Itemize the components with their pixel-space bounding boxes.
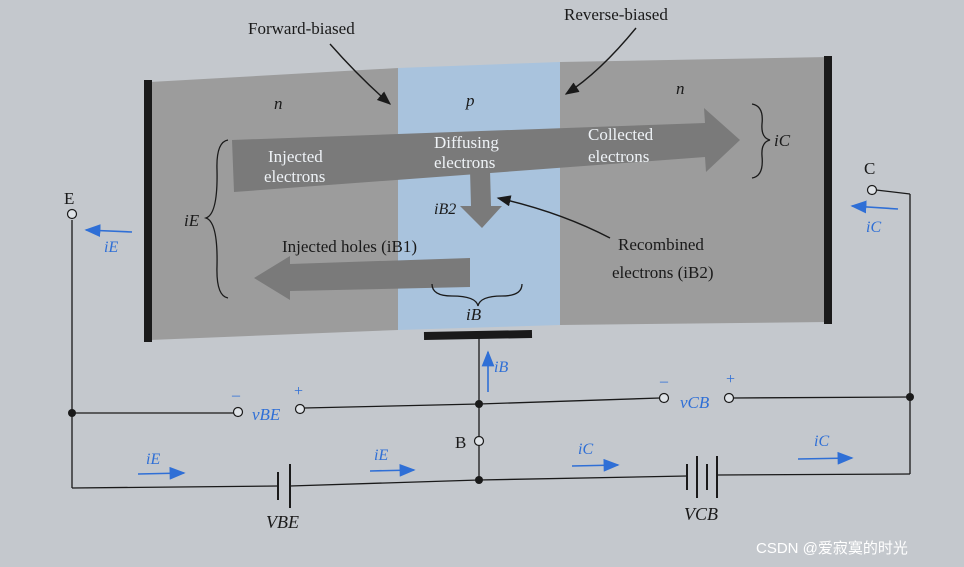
vcb-minus: – [659,373,669,390]
recombination-arrow [460,170,502,228]
forward-biased-label: Forward-biased [248,19,355,38]
vbe-plus: + [294,383,303,400]
battery-vcb [686,456,718,498]
ie-left-label: iE [104,239,118,256]
vcb-plus: + [726,371,735,388]
battery-vbe [277,464,291,508]
ic-brace-label: iC [774,131,791,150]
collector-n-label: n [676,79,685,98]
injected-holes-label: Injected holes (iB1) [282,237,417,256]
reverse-bias-pointer [564,27,637,95]
recombined-label-1: Recombined [618,235,704,254]
terminal-b-label: B [455,433,466,452]
ie-bottom-label-1: iE [146,451,160,468]
ib-brace [431,283,523,307]
ic-right-label: iC [866,219,881,236]
terminal-c-label: C [864,159,875,178]
injected-electrons-label-1: Injected [268,147,323,166]
ic-brace [751,103,771,179]
circuit-nodes [68,393,914,484]
collected-electrons-label-2: electrons [588,147,649,166]
vcb-source-label: VCB [684,504,718,524]
ib2-label: iB2 [434,201,456,218]
reverse-biased-label: Reverse-biased [564,5,668,24]
base-p-label: p [465,91,475,110]
base-contact [423,330,533,340]
ie-brace-label: iE [184,211,200,230]
collected-electrons-label-1: Collected [588,125,654,144]
ib-brace-label: iB [466,305,482,324]
ie-bottom-label-2: iE [374,447,388,464]
ic-bottom-label-1: iC [578,441,593,458]
collector-region [560,57,828,325]
ic-bottom-label-2: iC [814,433,829,450]
electron-flow-arrow [232,108,740,192]
injected-electrons-label-2: electrons [264,167,325,186]
recombined-pointer [496,195,611,239]
diffusing-electrons-label-2: electrons [434,153,495,172]
vcb-label: vCB [680,393,710,412]
injected-holes-arrow [254,256,470,300]
vbe-minus: – [231,387,241,404]
forward-bias-pointer [329,43,392,105]
emitter-n-label: n [274,94,283,113]
ib-up-label: iB [494,359,508,376]
recombined-label-2: electrons (iB2) [612,263,714,282]
vbe-label: vBE [252,405,281,424]
csdn-watermark: CSDN @爱寂寞的时光 [756,540,908,557]
terminals [66,184,878,447]
circuit-wires [71,189,911,489]
ie-brace [203,139,229,299]
vbe-source-label: VBE [266,512,299,532]
diffusing-electrons-label-1: Diffusing [434,133,499,152]
current-arrows [84,200,899,480]
terminal-e-label: E [64,189,74,208]
